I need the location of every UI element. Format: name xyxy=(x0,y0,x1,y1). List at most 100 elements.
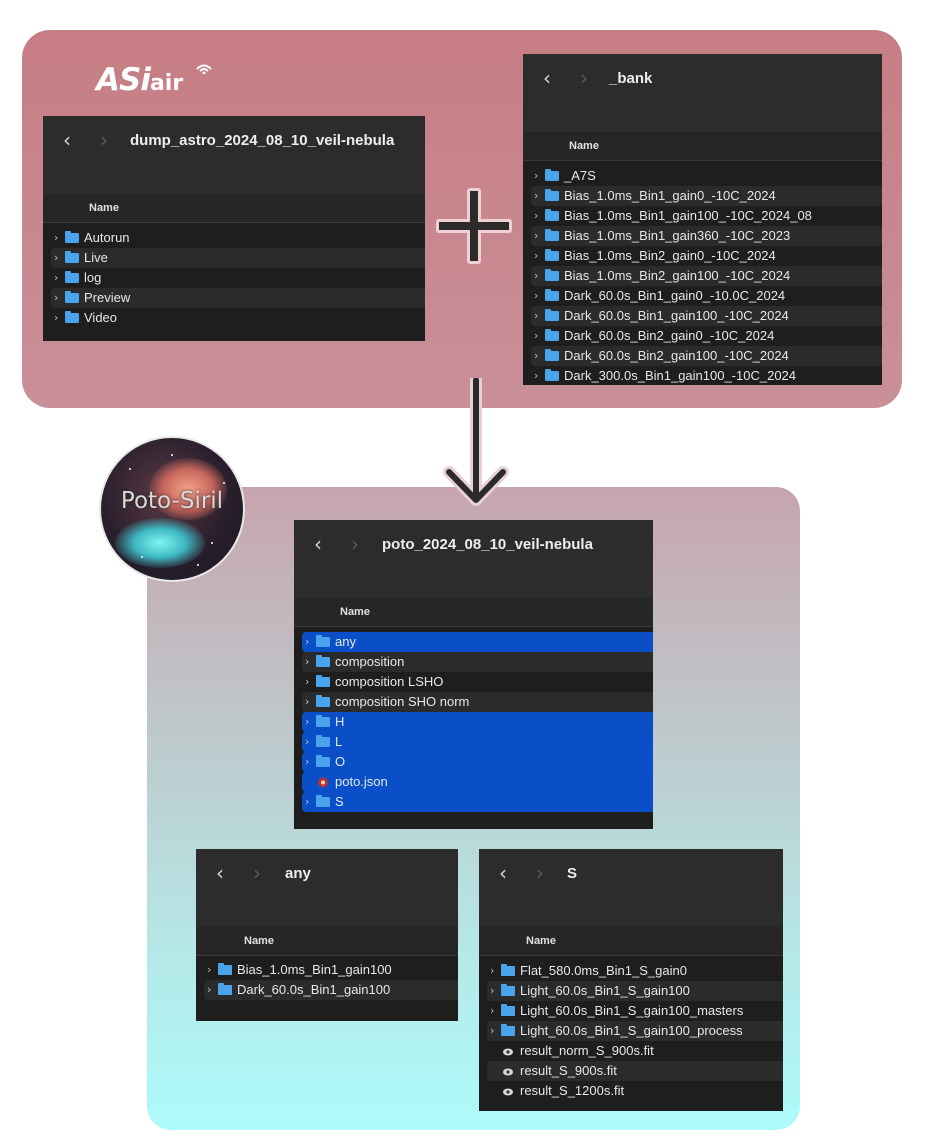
disclosure-chevron-icon[interactable]: › xyxy=(534,329,539,342)
folder-row[interactable]: ›Bias_1.0ms_Bin1_gain0_-10C_2024 xyxy=(531,186,882,206)
column-header[interactable]: Name xyxy=(479,927,783,956)
folder-icon xyxy=(316,735,330,747)
folder-row[interactable]: ›Bias_1.0ms_Bin1_gain360_-10C_2023 xyxy=(531,226,882,246)
back-icon[interactable]: ‹ xyxy=(216,861,224,885)
folder-row[interactable]: ›Live xyxy=(51,248,425,268)
disclosure-chevron-icon[interactable]: › xyxy=(490,1024,495,1037)
forward-icon[interactable]: › xyxy=(100,128,108,152)
forward-icon[interactable]: › xyxy=(580,66,588,90)
disclosure-chevron-icon[interactable]: › xyxy=(490,964,495,977)
folder-row[interactable]: ›H xyxy=(302,712,653,732)
star xyxy=(141,556,143,558)
folder-icon xyxy=(545,349,559,361)
folder-row[interactable]: ›Dark_60.0s_Bin1_gain0_-10.0C_2024 xyxy=(531,286,882,306)
disclosure-chevron-icon[interactable]: › xyxy=(54,231,59,244)
disclosure-chevron-icon[interactable]: › xyxy=(534,209,539,222)
column-header[interactable]: Name xyxy=(43,194,425,223)
finder-window-bank: ‹ › _bank Name ›_A7S›Bias_1.0ms_Bin1_gai… xyxy=(523,54,882,385)
folder-row[interactable]: ›Preview xyxy=(51,288,425,308)
folder-row[interactable]: ›Bias_1.0ms_Bin2_gain0_-10C_2024 xyxy=(531,246,882,266)
folder-row[interactable]: ›Video xyxy=(51,308,425,328)
folder-row[interactable]: › Dark_300.0s_Bin1_gain100_-10C_2024 xyxy=(531,366,882,385)
disclosure-chevron-icon[interactable]: › xyxy=(54,311,59,324)
folder-row[interactable]: ›Bias_1.0ms_Bin1_gain100 xyxy=(204,960,458,980)
forward-icon[interactable]: › xyxy=(351,532,359,556)
folder-row[interactable]: ›Dark_60.0s_Bin2_gain100_-10C_2024 xyxy=(531,346,882,366)
folder-row[interactable]: ›L xyxy=(302,732,653,752)
back-icon[interactable]: ‹ xyxy=(314,532,322,556)
folder-row[interactable]: ›Dark_60.0s_Bin1_gain100 xyxy=(204,980,458,1000)
column-name-label: Name xyxy=(89,202,119,214)
disclosure-chevron-icon[interactable]: › xyxy=(207,963,212,976)
file-row[interactable]: result_norm_S_900s.fit xyxy=(487,1041,783,1061)
folder-icon xyxy=(545,209,559,221)
column-header[interactable]: Name xyxy=(294,598,653,627)
folder-row[interactable]: ›O xyxy=(302,752,653,772)
disclosure-chevron-icon[interactable]: › xyxy=(534,169,539,182)
finder-window-s: ‹ › S Name ›Flat_580.0ms_Bin1_S_gain0›Li… xyxy=(479,849,783,1111)
back-icon[interactable]: ‹ xyxy=(543,66,551,90)
file-row[interactable]: poto.json xyxy=(302,772,653,792)
file-row[interactable]: result_S_900s.fit xyxy=(487,1061,783,1081)
folder-row[interactable]: ›any xyxy=(302,632,653,652)
asiair-logo-main: ASi xyxy=(96,62,151,98)
back-icon[interactable]: ‹ xyxy=(63,128,71,152)
folder-icon xyxy=(316,755,330,767)
disclosure-chevron-icon[interactable]: › xyxy=(534,229,539,242)
disclosure-chevron-icon[interactable]: › xyxy=(490,1004,495,1017)
disclosure-chevron-icon[interactable]: › xyxy=(54,251,59,264)
row-label: result_norm_S_900s.fit xyxy=(520,1043,654,1058)
row-label: Bias_1.0ms_Bin1_gain100_-10C_2024_08 xyxy=(564,208,812,223)
folder-row[interactable]: ›Light_60.0s_Bin1_S_gain100 xyxy=(487,981,783,1001)
row-label: Dark_300.0s_Bin1_gain100_-10C_2024 xyxy=(564,368,797,383)
disclosure-chevron-icon[interactable]: › xyxy=(305,755,310,768)
disclosure-chevron-icon[interactable]: › xyxy=(534,369,539,382)
folder-row[interactable]: ›composition xyxy=(302,652,653,672)
row-label: composition SHO norm xyxy=(335,694,470,709)
disclosure-chevron-icon[interactable]: › xyxy=(534,349,539,362)
disclosure-chevron-icon[interactable]: › xyxy=(305,795,310,808)
disclosure-chevron-icon[interactable]: › xyxy=(54,271,59,284)
folder-row[interactable]: ›Light_60.0s_Bin1_S_gain100_masters xyxy=(487,1001,783,1021)
folder-row[interactable]: ›Flat_580.0ms_Bin1_S_gain0 xyxy=(487,961,783,981)
disclosure-chevron-icon[interactable]: › xyxy=(305,655,310,668)
folder-row[interactable]: ›Bias_1.0ms_Bin2_gain100_-10C_2024 xyxy=(531,266,882,286)
file-row[interactable]: result_S_1200s.fit xyxy=(487,1081,783,1101)
column-header[interactable]: Name xyxy=(523,132,882,161)
folder-row[interactable]: › Bias_1.0ms_Bin1_gain100_-10C_2024_08 xyxy=(531,206,882,226)
column-header[interactable]: Name xyxy=(196,927,458,956)
folder-row[interactable]: ›_A7S xyxy=(531,166,882,186)
disclosure-chevron-icon[interactable]: › xyxy=(534,309,539,322)
disclosure-chevron-icon[interactable]: › xyxy=(305,715,310,728)
folder-row[interactable]: › composition SHO norm xyxy=(302,692,653,712)
disclosure-chevron-icon[interactable]: › xyxy=(490,984,495,997)
file-list: ›any›composition›composition LSHO›compos… xyxy=(294,632,653,812)
disclosure-chevron-icon[interactable]: › xyxy=(305,635,310,648)
disclosure-chevron-icon[interactable]: › xyxy=(305,695,310,708)
folder-icon xyxy=(545,329,559,341)
disclosure-chevron-icon[interactable]: › xyxy=(305,735,310,748)
disclosure-chevron-icon[interactable]: › xyxy=(207,983,212,996)
folder-row[interactable]: ›composition LSHO xyxy=(302,672,653,692)
folder-row[interactable]: ›S xyxy=(302,792,653,812)
forward-icon[interactable]: › xyxy=(536,861,544,885)
disclosure-chevron-icon[interactable]: › xyxy=(534,289,539,302)
back-icon[interactable]: ‹ xyxy=(499,861,507,885)
folder-row[interactable]: ›Autorun xyxy=(51,228,425,248)
folder-row[interactable]: ›Dark_60.0s_Bin1_gain100_-10C_2024 xyxy=(531,306,882,326)
disclosure-chevron-icon[interactable]: › xyxy=(54,291,59,304)
row-label: result_S_900s.fit xyxy=(520,1063,617,1078)
folder-row[interactable]: ›Light_60.0s_Bin1_S_gain100_process xyxy=(487,1021,783,1041)
folder-icon xyxy=(501,1024,515,1036)
folder-icon xyxy=(545,189,559,201)
row-label: poto.json xyxy=(335,774,388,789)
folder-row[interactable]: ›log xyxy=(51,268,425,288)
window-title: S xyxy=(567,865,578,882)
folder-icon xyxy=(545,309,559,321)
forward-icon[interactable]: › xyxy=(253,861,261,885)
disclosure-chevron-icon[interactable]: › xyxy=(305,675,310,688)
disclosure-chevron-icon[interactable]: › xyxy=(534,249,539,262)
folder-row[interactable]: ›Dark_60.0s_Bin2_gain0_-10C_2024 xyxy=(531,326,882,346)
disclosure-chevron-icon[interactable]: › xyxy=(534,189,539,202)
disclosure-chevron-icon[interactable]: › xyxy=(534,269,539,282)
